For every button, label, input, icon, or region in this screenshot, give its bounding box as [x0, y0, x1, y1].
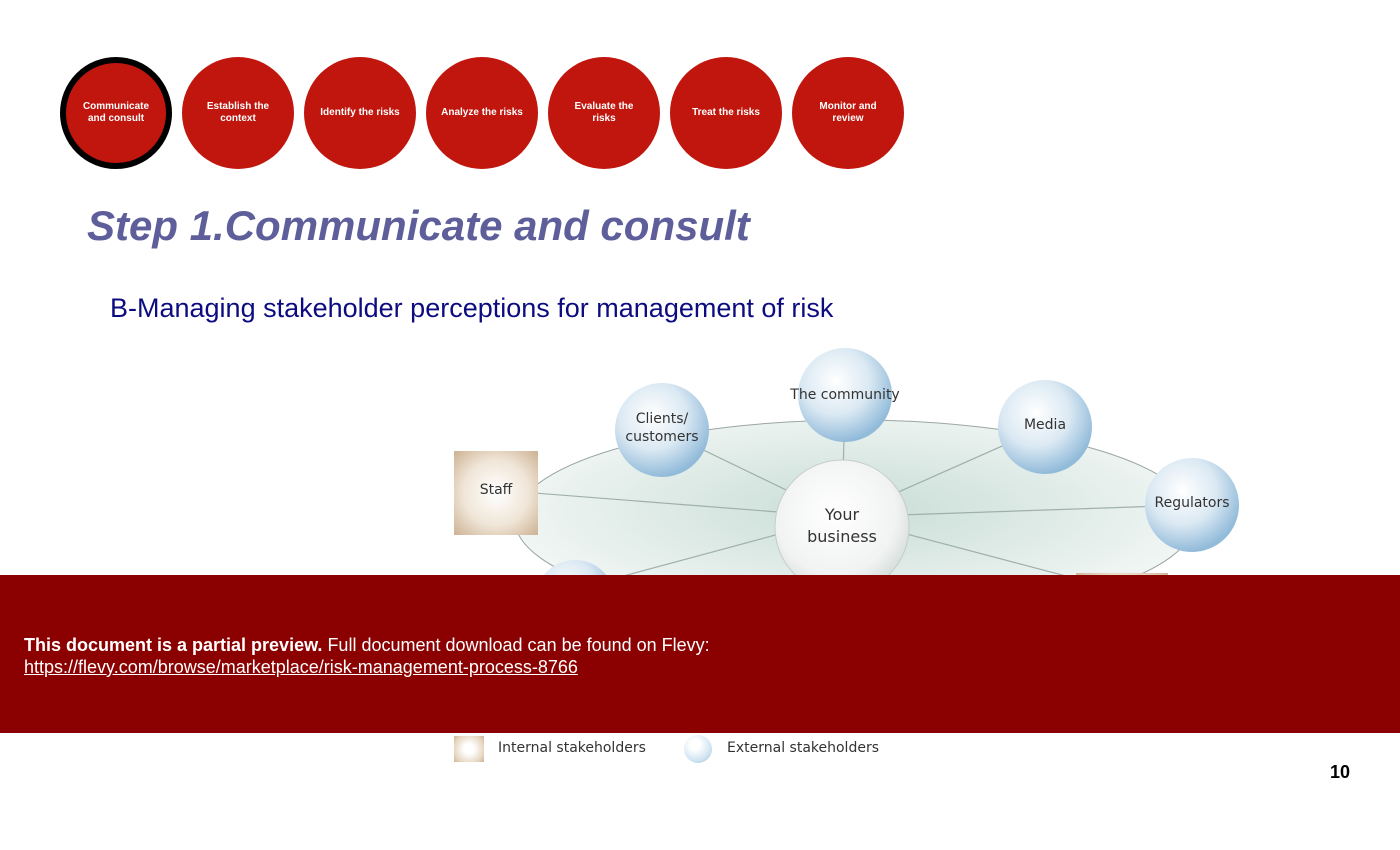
page-title: Step 1.Communicate and consult [87, 202, 750, 249]
center-node-your-business [774, 459, 910, 577]
legend-internal-label: Internal stakeholders [498, 740, 646, 756]
step-establish-context[interactable]: Establish the context [182, 57, 294, 169]
step-label: Treat the risks [692, 107, 760, 118]
section-subtitle: B-Managing stakeholder perceptions for m… [110, 293, 834, 323]
step-communicate-consult[interactable]: Communicate and consult [60, 57, 172, 169]
node-staff [454, 451, 538, 535]
node-community [798, 348, 892, 442]
node-partial-lower-left [542, 560, 608, 577]
preview-banner-bold: This document is a partial preview. [24, 635, 323, 655]
step-identify-risks[interactable]: Identify the risks [304, 57, 416, 169]
node-label-staff: Staff [479, 482, 513, 498]
process-steps: Communicate and consult Establish the co… [60, 57, 920, 169]
node-label-media: Media [1023, 417, 1067, 433]
preview-banner [0, 575, 1400, 733]
step-label: Monitor and review [819, 101, 877, 124]
preview-banner-message: Full document download can be found on F… [327, 635, 710, 655]
legend-external-swatch [684, 735, 712, 763]
preview-banner-text: This document is a partial preview. Full… [24, 634, 710, 678]
stakeholder-diagram: The community Clients/ customers Media S… [440, 345, 1260, 577]
stakeholder-diagram-graphic [454, 348, 1239, 577]
step-label: Identify the risks [320, 107, 400, 118]
node-label-clients: Clients/ customers [625, 411, 699, 445]
node-clients [615, 383, 709, 477]
step-analyze-risks[interactable]: Analyze the risks [426, 57, 538, 169]
node-label-regulators: Regulators [1154, 495, 1230, 511]
step-label: Establish the context [206, 101, 270, 124]
step-treat-risks[interactable]: Treat the risks [670, 57, 782, 169]
page-number: 10 [1329, 762, 1350, 782]
preview-download-link[interactable]: https://flevy.com/browse/marketplace/ris… [24, 657, 578, 677]
node-regulators [1145, 458, 1239, 552]
step-evaluate-risks[interactable]: Evaluate the risks [548, 57, 660, 169]
step-monitor-review[interactable]: Monitor and review [792, 57, 904, 169]
step-label: Analyze the risks [441, 107, 523, 118]
diagram-legend: Internal stakeholders External stakehold… [452, 734, 912, 764]
node-media [998, 380, 1092, 474]
node-label-community: The community [790, 387, 900, 403]
step-label: Evaluate the risks [574, 101, 634, 124]
step-label: Communicate and consult [82, 101, 150, 124]
legend-external-label: External stakeholders [727, 740, 879, 756]
center-label-your-business: Your business [807, 505, 877, 546]
legend-internal-swatch [454, 736, 484, 762]
